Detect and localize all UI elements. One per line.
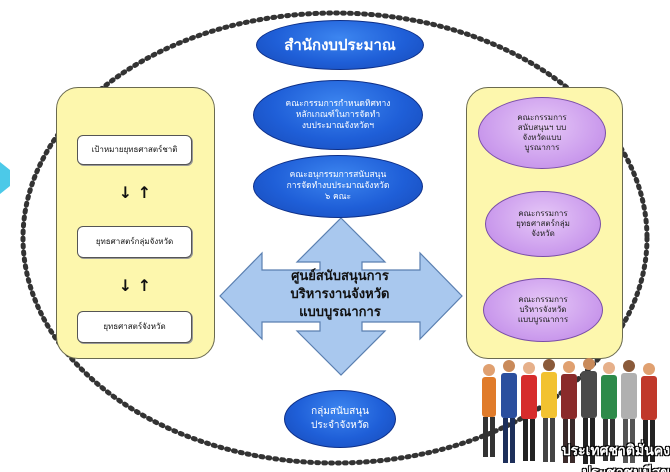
person-figure (521, 362, 537, 461)
cluster-committee-oval: คณะกรรมการ ยุทธศาสตร์กลุ่ม จังหวัด (485, 191, 601, 257)
dotted-outer-ellipse (20, 10, 650, 466)
provincial-strategy-box: ยุทธศาสตร์จังหวัด (77, 311, 192, 343)
budget-bureau-oval: สำนักงบประมาณ (256, 20, 424, 70)
direction-committee-oval: คณะกรรมการกำหนดทิศทาง หลักเกณฑ์ในการจัดท… (253, 80, 423, 150)
provincial-committee-oval: คณะกรรมการ บริหารจังหวัด แบบบูรณาการ (483, 278, 603, 342)
person-figure (621, 360, 637, 463)
provincial-support-group-label: กลุ่มสนับสนุน ประจำจังหวัด (310, 406, 369, 431)
nation-caption: ประเทศชาติมั่นคง ประชาชนมีสุข (561, 443, 670, 472)
person-figure (641, 363, 657, 462)
budget-bureau-label: สำนักงบประมาณ (284, 36, 396, 54)
integrated-management-center-label: ศูนย์สนับสนุนการ บริหารงานจังหวัด แบบบูร… (290, 269, 390, 320)
person-figure (581, 358, 597, 464)
arrow-pair-2: ↓ ↑ (118, 275, 152, 295)
cyan-arrow-fragment (0, 162, 10, 194)
arrow-pair-1: ↓ ↑ (118, 182, 152, 202)
budget-subcommittee-label: คณะอนุกรรมการสนับสนุน การจัดทำงบประมาณจั… (286, 170, 390, 202)
person-figure (501, 360, 517, 463)
national-strategy-box: เป้าหมายยุทธศาสตร์ชาติ (77, 135, 192, 165)
person-figure (482, 364, 496, 457)
person-figure (601, 362, 617, 461)
provincial-support-group-oval: กลุ่มสนับสนุน ประจำจังหวัด (284, 390, 396, 448)
person-figure (541, 359, 557, 462)
people-group-illustration (482, 358, 657, 464)
support-committee-oval: คณะกรรมการ สนับสนุนฯ บบ จังหวัดแบบ บูรณา… (478, 97, 606, 169)
direction-committee-label: คณะกรรมการกำหนดทิศทาง หลักเกณฑ์ในการจัดท… (285, 98, 391, 131)
budget-subcommittee-oval: คณะอนุกรรมการสนับสนุน การจัดทำงบประมาณจั… (253, 155, 423, 218)
cluster-strategy-box: ยุทธศาสตร์กลุ่มจังหวัด (77, 226, 192, 258)
person-figure (561, 361, 577, 463)
four-way-arrow (219, 217, 463, 376)
